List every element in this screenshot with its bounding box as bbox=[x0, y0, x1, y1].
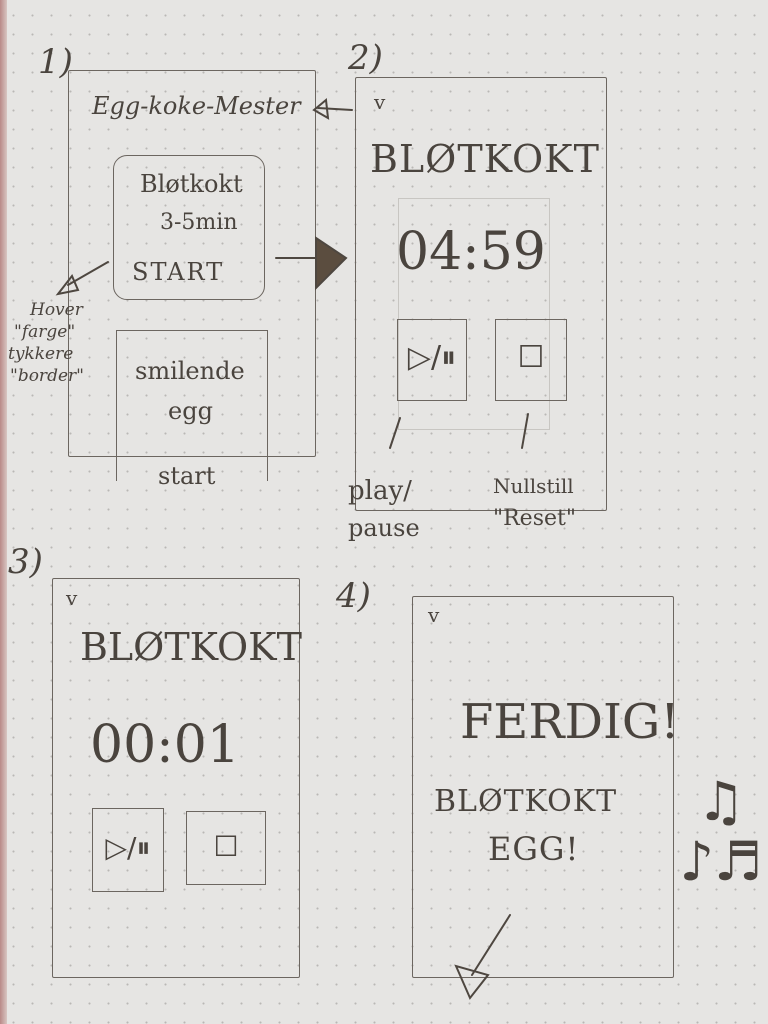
annotation-pause: pause bbox=[348, 514, 420, 542]
annotation-border: "border" bbox=[10, 366, 84, 386]
stop-icon: ☐ bbox=[213, 830, 239, 863]
option-card[interactable] bbox=[113, 155, 265, 300]
start-button[interactable]: start bbox=[158, 462, 216, 490]
notebook-binding bbox=[0, 0, 7, 1024]
arrow-line bbox=[317, 107, 353, 111]
reset-button[interactable]: ☐ bbox=[495, 319, 567, 401]
play-pause-button[interactable]: ▷/⏸ bbox=[92, 808, 164, 892]
option-card-smiling-egg[interactable] bbox=[116, 330, 268, 481]
annotation-hover: Hover bbox=[30, 300, 83, 320]
chevron-down-icon[interactable]: v bbox=[428, 603, 440, 627]
page-title: BLØTKOKT bbox=[80, 625, 302, 669]
sketch4-screen bbox=[412, 596, 674, 978]
done-headline: FERDIG! bbox=[460, 694, 680, 750]
play-pause-button[interactable]: ▷/⏸ bbox=[397, 319, 467, 401]
play-pause-icon: ▷/⏸ bbox=[105, 831, 151, 864]
stop-icon: ☐ bbox=[517, 340, 545, 375]
annotation-color: "farge" bbox=[14, 322, 76, 342]
step-number: 4) bbox=[336, 576, 371, 616]
timer-display: 04:59 bbox=[396, 222, 546, 282]
timer-display: 00:01 bbox=[90, 715, 240, 775]
done-message-2: EGG! bbox=[488, 830, 580, 868]
sketch2-screen bbox=[355, 77, 607, 511]
chevron-down-icon[interactable]: v bbox=[66, 586, 78, 610]
reset-button[interactable]: ☐ bbox=[186, 811, 266, 885]
done-message: BLØTKOKT bbox=[434, 784, 618, 819]
option-name: smilende bbox=[135, 357, 245, 385]
annotation-play: play/ bbox=[348, 476, 412, 506]
annotation-reset-en: "Reset" bbox=[493, 506, 576, 531]
option-time: 3-5min bbox=[160, 210, 238, 235]
step-number: 1) bbox=[38, 42, 73, 82]
annotation-thicker: tykkere bbox=[8, 344, 74, 364]
start-button[interactable]: START bbox=[132, 258, 225, 286]
app-title: Egg-koke-Mester bbox=[92, 92, 301, 120]
step-number: 3) bbox=[8, 542, 43, 582]
step-number: 2) bbox=[348, 38, 383, 78]
play-pause-icon: ▷/⏸ bbox=[407, 340, 457, 375]
arrow-icon bbox=[315, 236, 348, 291]
chevron-down-icon[interactable]: v bbox=[374, 90, 386, 114]
sketch3-screen bbox=[52, 578, 300, 978]
arrow-icon bbox=[312, 98, 330, 120]
music-notes-icon: ♫♪♬ bbox=[679, 770, 763, 893]
timer-panel bbox=[398, 198, 550, 430]
annotation-reset: Nullstill bbox=[493, 474, 574, 498]
option-subtitle: egg bbox=[168, 397, 213, 425]
page-title: BLØTKOKT bbox=[370, 137, 600, 181]
option-name: Bløtkokt bbox=[140, 170, 243, 198]
